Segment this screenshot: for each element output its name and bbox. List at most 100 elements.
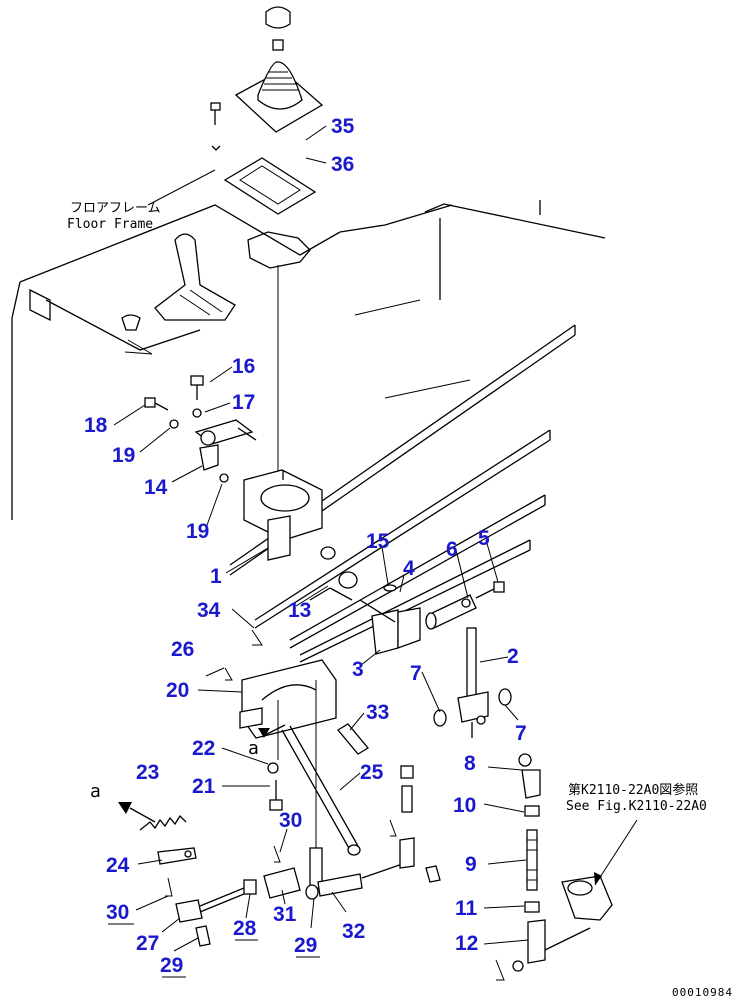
cover-plate [223, 157, 317, 215]
callout-30-lower: 30 [106, 901, 129, 924]
document-number: 00010984 [672, 986, 733, 999]
washer-6 [461, 598, 471, 608]
cotter-pin-15 [383, 584, 397, 592]
pin-24 [157, 847, 197, 865]
spring-23 [139, 814, 187, 831]
bolt-5 [475, 581, 505, 599]
turnbuckle [389, 765, 441, 883]
pin-33 [337, 723, 369, 755]
washer-22 [267, 762, 279, 774]
bolt-18 [144, 397, 169, 411]
cotter-bottom [495, 959, 505, 981]
ball-joint-12 [512, 919, 591, 972]
callout-13: 13 [288, 599, 311, 622]
bushing-7-right [498, 688, 512, 706]
pin-13 [309, 546, 358, 601]
callout-35: 35 [331, 115, 355, 138]
reference-arrow [594, 819, 638, 886]
arrow-a-label-lower: a [90, 781, 101, 802]
arrow-a-label-upper: a [248, 738, 259, 759]
callout-9: 9 [465, 853, 477, 876]
callout-26: 26 [171, 638, 194, 661]
callout-20: 20 [166, 679, 189, 702]
washer-19-upper [169, 419, 179, 429]
leader-lines [113, 125, 529, 952]
block-31 [263, 845, 301, 899]
callout-8: 8 [464, 752, 476, 775]
view-arrow-a [258, 724, 286, 738]
callout-4: 4 [403, 557, 415, 580]
reference-bellcrank [561, 875, 613, 921]
callout-6: 6 [446, 538, 458, 561]
floor-hole [247, 231, 311, 269]
callout-10: 10 [453, 794, 476, 817]
view-arrow-a-lower [118, 802, 156, 823]
shift-knob [265, 6, 291, 51]
callout-1: 1 [210, 565, 222, 588]
callout-underlines [108, 923, 320, 978]
nut-28 [243, 879, 257, 895]
callout-34: 34 [197, 599, 221, 622]
cotter-34 [251, 629, 263, 646]
callout-labels: 35 36 16 17 18 19 14 19 1 15 6 5 4 13 34… [84, 115, 527, 977]
reference-arrowhead [594, 872, 602, 885]
callout-2: 2 [507, 645, 519, 668]
floor-frame-leader [147, 169, 216, 206]
bolt-top [210, 102, 221, 151]
floor-frame-label-en: Floor Frame [67, 217, 153, 232]
callout-7-upper: 7 [410, 662, 422, 685]
rod-25 [281, 725, 361, 856]
nut-11 [524, 901, 540, 913]
callout-19-lower: 19 [186, 520, 209, 543]
floor-frame-label-jp: フロアフレーム [70, 201, 161, 216]
ball-joint-8 [518, 753, 541, 799]
callout-12: 12 [455, 932, 478, 955]
callout-16: 16 [232, 355, 255, 378]
callout-25: 25 [360, 761, 384, 784]
callout-11: 11 [455, 897, 478, 920]
callout-22: 22 [192, 737, 215, 760]
lever-bracket [243, 469, 323, 561]
callout-3: 3 [352, 658, 364, 681]
lower-bracket [239, 659, 337, 739]
reference-lever [121, 233, 236, 355]
floor-frame-outline [11, 200, 606, 663]
link-bracket [359, 599, 421, 655]
callout-23: 23 [136, 761, 159, 784]
lever-rod [457, 627, 489, 738]
callout-30-upper: 30 [279, 809, 302, 832]
callout-36: 36 [331, 153, 354, 176]
callout-28: 28 [233, 917, 257, 940]
bolt-21 [269, 780, 283, 811]
callout-5: 5 [478, 527, 490, 550]
callout-32: 32 [342, 920, 365, 943]
link-32 [305, 847, 409, 900]
clamp-bracket [194, 419, 257, 471]
nut-10 [524, 805, 540, 817]
bushing-7-left [433, 709, 447, 727]
callout-29-left: 29 [160, 954, 183, 977]
bolt-16 [190, 375, 204, 400]
washer-19-lower [219, 473, 229, 483]
washer-17 [192, 408, 202, 418]
callout-24: 24 [106, 854, 130, 877]
callout-14: 14 [144, 476, 168, 499]
callout-18: 18 [84, 414, 108, 437]
boot [234, 61, 324, 133]
callout-31: 31 [273, 903, 297, 926]
cotter-30-left [165, 877, 173, 897]
callout-33: 33 [366, 701, 389, 724]
ref-note-en: See Fig.K2110-22A0 [566, 799, 707, 814]
callout-21: 21 [192, 775, 216, 798]
callout-27: 27 [136, 932, 159, 955]
ref-note-jp: 第K2110-22A0図参照 [568, 782, 698, 798]
adjust-rod-9 [526, 829, 538, 891]
callout-17: 17 [232, 391, 255, 414]
callout-15: 15 [366, 530, 390, 553]
callout-7-lower: 7 [515, 722, 527, 745]
cotter-26 [224, 667, 233, 681]
rod-end-27 [175, 887, 245, 947]
callout-19-upper: 19 [112, 444, 135, 467]
